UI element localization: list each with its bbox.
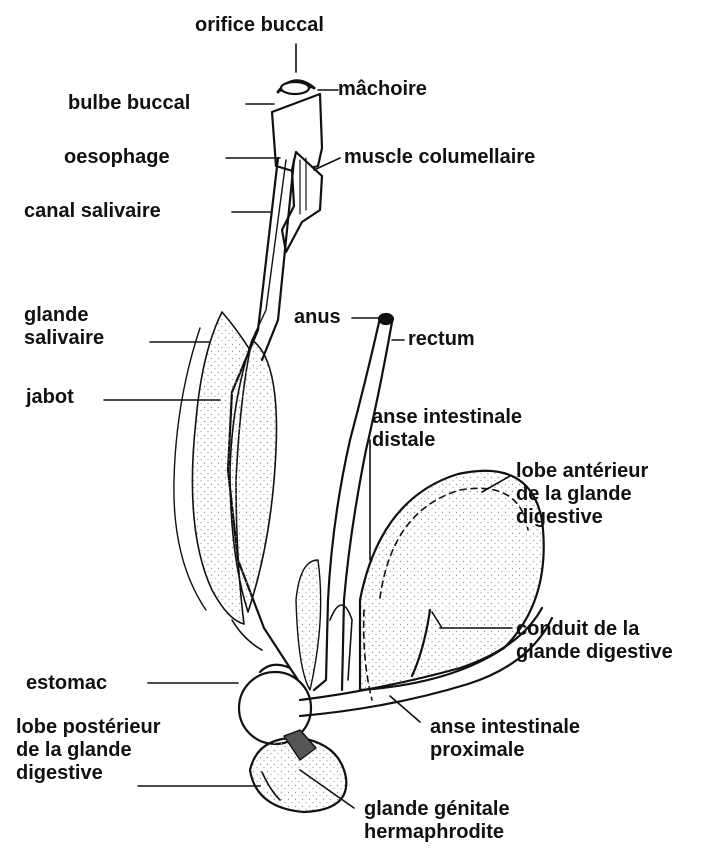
label-anse-intestinale-proximale: anse intestinale proximale (430, 716, 580, 762)
label-lobe-posterieur-line-3: digestive (16, 762, 160, 785)
label-glande-genitale-line-1: glande génitale (364, 798, 510, 821)
label-lobe-posterieur-line-1: lobe postérieur (16, 716, 160, 739)
label-glande-genitale: glande génitale hermaphrodite (364, 798, 510, 844)
label-anse-distale-line-1: anse intestinale (372, 406, 522, 429)
label-glande-salivaire: glande salivaire (24, 304, 104, 350)
label-bulbe-buccal: bulbe buccal (68, 92, 190, 115)
canal-salivaire-shape (252, 160, 286, 340)
label-lobe-posterieur-line-2: de la glande (16, 739, 160, 762)
label-muscle-columellaire: muscle columellaire (344, 146, 535, 169)
label-lobe-anterieur: lobe antérieur de la glande digestive (516, 460, 648, 529)
label-anse-intestinale-distale: anse intestinale distale (372, 406, 522, 452)
label-estomac: estomac (26, 672, 107, 695)
label-lobe-anterieur-line-1: lobe antérieur (516, 460, 648, 483)
label-conduit-glande-digestive: conduit de la glande digestive (516, 618, 673, 664)
label-oesophage: oesophage (64, 146, 170, 169)
label-lobe-anterieur-line-2: de la glande (516, 483, 648, 506)
label-jabot: jabot (26, 386, 74, 409)
label-lobe-anterieur-line-3: digestive (516, 506, 648, 529)
label-anse-proximale-line-2: proximale (430, 739, 580, 762)
label-glande-salivaire-line-2: salivaire (24, 327, 104, 350)
label-anse-proximale-line-1: anse intestinale (430, 716, 580, 739)
label-anse-distale-line-2: distale (372, 429, 522, 452)
label-glande-genitale-line-2: hermaphrodite (364, 821, 510, 844)
label-conduit-line-1: conduit de la (516, 618, 673, 641)
label-orifice-buccal: orifice buccal (195, 14, 324, 37)
label-machoire: mâchoire (338, 78, 427, 101)
label-rectum: rectum (408, 328, 475, 351)
label-lobe-posterieur: lobe postérieur de la glande digestive (16, 716, 160, 785)
label-conduit-line-2: glande digestive (516, 641, 673, 664)
label-glande-salivaire-line-1: glande (24, 304, 104, 327)
label-canal-salivaire: canal salivaire (24, 200, 161, 223)
label-anus: anus (294, 306, 341, 329)
